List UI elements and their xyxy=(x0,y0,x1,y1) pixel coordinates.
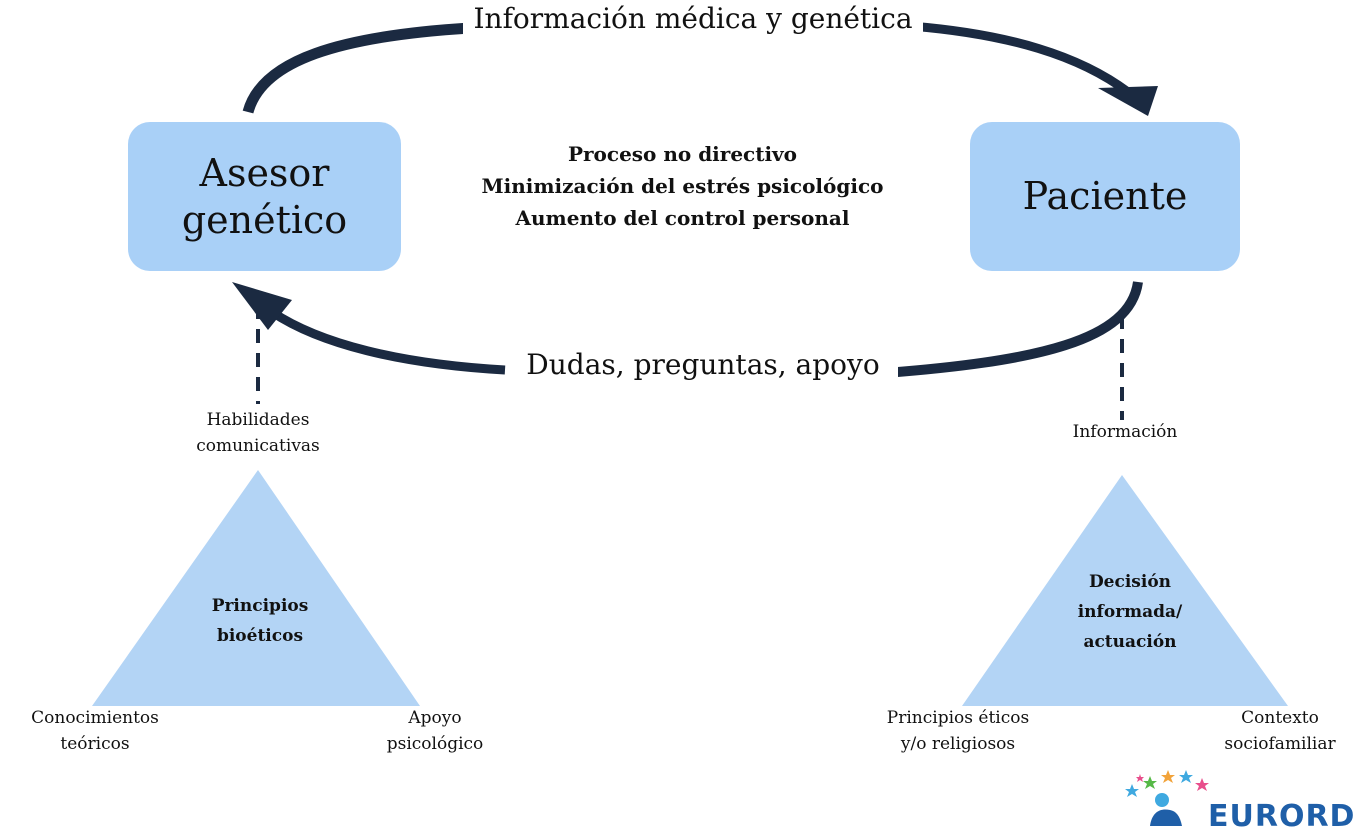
left-triangle-bottom-left-label: Conocimientos teóricos xyxy=(31,708,159,754)
top-arrow-shaft-right xyxy=(909,21,1131,96)
left-triangle-top-label: Habilidades comunicativas xyxy=(196,410,320,456)
paciente-box: Paciente xyxy=(970,122,1240,271)
left-triangle-center-label: Principios bioéticos xyxy=(211,596,309,646)
top-arrow-label: Información médica y genética xyxy=(463,2,923,35)
bottom-arrow-label: Dudas, preguntas, apoyo xyxy=(508,348,898,381)
logo-person xyxy=(1150,793,1182,826)
right-triangle-bottom-left-label: Principios éticos y/o religiosos xyxy=(886,708,1030,754)
top-arrowhead xyxy=(1098,86,1158,116)
center-line-2: Minimización del estrés psicológico xyxy=(481,174,884,198)
left-triangle-bottom-right-label: Apoyo psicológico xyxy=(386,708,484,754)
right-triangle-center-label: Decisión informada/ actuación xyxy=(1077,572,1183,652)
center-line-3: Aumento del control personal xyxy=(515,206,850,230)
right-triangle-bottom-right-label: Contexto sociofamiliar xyxy=(1224,708,1336,754)
top-arrow-shaft xyxy=(242,22,471,114)
asesor-genetico-label: Asesor genético xyxy=(181,151,348,242)
left-triangle xyxy=(92,470,420,706)
paciente-label: Paciente xyxy=(1022,174,1188,219)
bottom-arrow-shaft-left xyxy=(269,308,506,375)
asesor-genetico-box: Asesor genético xyxy=(128,122,401,271)
bottom-arrow-shaft-right xyxy=(871,281,1143,379)
logo-stars xyxy=(1125,770,1209,797)
eurordis-logo-icon xyxy=(1125,770,1209,826)
center-text-block: Proceso no directivo Minimización del es… xyxy=(440,138,925,234)
bottom-arrowhead xyxy=(232,282,292,330)
eurordis-logo-text: EURORDIS xyxy=(1208,799,1355,834)
right-triangle xyxy=(962,475,1288,706)
right-triangle-top-label: Información xyxy=(1072,422,1178,442)
center-line-1: Proceso no directivo xyxy=(567,142,798,166)
